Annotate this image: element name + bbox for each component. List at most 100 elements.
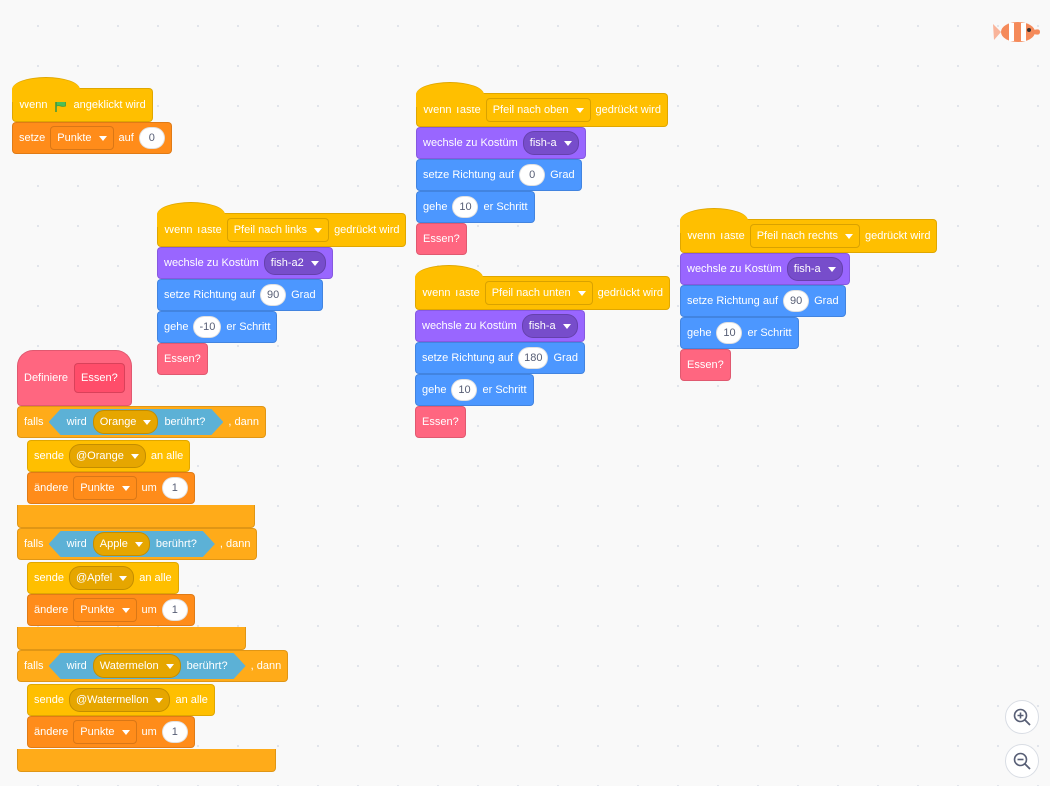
switch-costume-block[interactable]: wechsle zu Kostüm fish-a [415, 310, 585, 342]
block-text: wird [66, 416, 87, 428]
variable-dropdown[interactable]: Punkte [73, 476, 137, 500]
script-arrow-up[interactable]: Wenn Taste Pfeil nach oben gedrückt wird… [416, 82, 668, 255]
variable-dropdown[interactable]: Punkte [73, 720, 137, 744]
if-body: sende @Orange an alle ändere Punkte um 1 [27, 438, 288, 506]
when-key-pressed-block[interactable]: Wenn Taste Pfeil nach unten gedrückt wir… [415, 265, 670, 310]
block-text: Essen? [687, 359, 724, 371]
change-variable-block[interactable]: ändere Punkte um 1 [27, 472, 195, 504]
touching-condition[interactable]: wird Watermelon berührt? [49, 653, 246, 679]
value-input[interactable]: 0 [138, 127, 165, 149]
zoom-in-button[interactable] [1005, 700, 1039, 734]
block-text: Wenn Taste [422, 287, 480, 299]
amount-input[interactable]: 1 [161, 477, 188, 499]
script-arrow-right[interactable]: Wenn Taste Pfeil nach rechts gedrückt wi… [680, 208, 938, 381]
broadcast-block[interactable]: sende @Apfel an alle [27, 562, 179, 594]
if-header[interactable]: falls wird Orange berührt? , dann [17, 406, 267, 438]
script-arrow-left[interactable]: Wenn Taste Pfeil nach links gedrückt wir… [157, 202, 407, 375]
change-variable-block[interactable]: ändere Punkte um 1 [27, 716, 195, 748]
block-text: Essen? [422, 416, 459, 428]
zoom-in-icon [1013, 708, 1031, 726]
point-direction-block[interactable]: setze Richtung auf 90 Grad [157, 279, 323, 311]
block-text: gedrückt wird [597, 287, 663, 299]
if-block-orange[interactable]: falls wird Orange berührt? , dann sende … [17, 406, 288, 528]
touching-condition[interactable]: wird Apple berührt? [49, 531, 215, 557]
amount-input[interactable]: 1 [161, 721, 188, 743]
when-flag-clicked-block[interactable]: Wenn angeklickt wird [12, 77, 153, 122]
call-essen-block[interactable]: Essen? [680, 349, 731, 381]
direction-input[interactable]: 90 [783, 290, 810, 312]
point-direction-block[interactable]: setze Richtung auf 180 Grad [415, 342, 585, 374]
call-essen-block[interactable]: Essen? [157, 343, 208, 375]
touching-condition[interactable]: wird Orange berührt? [49, 409, 224, 435]
switch-costume-block[interactable]: wechsle zu Kostüm fish-a [680, 253, 850, 285]
block-text: berührt? [155, 538, 197, 550]
block-text: falls [24, 416, 44, 428]
variable-dropdown[interactable]: Punkte [73, 598, 137, 622]
amount-input[interactable]: 1 [161, 599, 188, 621]
direction-input[interactable]: 90 [260, 284, 287, 306]
block-text: um [141, 604, 157, 616]
touch-target-dropdown[interactable]: Apple [93, 532, 150, 556]
switch-costume-block[interactable]: wechsle zu Kostüm fish-a [416, 127, 586, 159]
point-direction-block[interactable]: setze Richtung auf 90 Grad [680, 285, 846, 317]
block-text: , dann [228, 416, 260, 428]
custom-block-prototype[interactable]: Essen? [74, 363, 125, 393]
broadcast-block[interactable]: sende @Watermellon an alle [27, 684, 215, 716]
direction-input[interactable]: 0 [519, 164, 546, 186]
define-block[interactable]: Definiere Essen? [17, 350, 132, 406]
block-text: setze Richtung auf [687, 295, 779, 307]
message-dropdown[interactable]: @Watermellon [68, 688, 171, 712]
variable-dropdown[interactable]: Punkte [50, 126, 114, 150]
message-dropdown[interactable]: @Apfel [68, 566, 135, 590]
key-dropdown[interactable]: Pfeil nach oben [485, 98, 591, 122]
touch-target-dropdown[interactable]: Orange [93, 410, 159, 434]
change-variable-block[interactable]: ändere Punkte um 1 [27, 594, 195, 626]
if-header[interactable]: falls wird Watermelon berührt? , dann [17, 650, 289, 682]
steps-input[interactable]: 10 [452, 196, 479, 218]
block-text: Grad [550, 169, 575, 181]
key-dropdown[interactable]: Pfeil nach links [226, 218, 330, 242]
call-essen-block[interactable]: Essen? [415, 406, 466, 438]
key-dropdown[interactable]: Pfeil nach rechts [749, 224, 861, 248]
costume-dropdown[interactable]: fish-a [522, 131, 579, 155]
steps-input[interactable]: 10 [716, 322, 743, 344]
costume-dropdown[interactable]: fish-a [521, 314, 578, 338]
block-text: berührt? [164, 416, 206, 428]
zoom-out-button[interactable] [1005, 744, 1039, 778]
touch-target-dropdown[interactable]: Watermelon [93, 654, 181, 678]
when-key-pressed-block[interactable]: Wenn Taste Pfeil nach oben gedrückt wird [416, 82, 668, 127]
block-text: Grad [291, 289, 316, 301]
broadcast-block[interactable]: sende @Orange an alle [27, 440, 191, 472]
point-direction-block[interactable]: setze Richtung auf 0 Grad [416, 159, 582, 191]
script-define-essen[interactable]: Definiere Essen? falls wird Orange berüh… [17, 350, 289, 772]
block-text: Grad [553, 352, 578, 364]
move-steps-block[interactable]: gehe 10 er Schritt [416, 191, 535, 223]
move-steps-block[interactable]: gehe 10 er Schritt [415, 374, 534, 406]
if-block-watermelon[interactable]: falls wird Watermelon berührt? , dann se… [17, 650, 289, 772]
script-green-flag[interactable]: Wenn angeklickt wird setze Punkte auf 0 [12, 77, 172, 154]
move-steps-block[interactable]: gehe -10 er Schritt [157, 311, 278, 343]
message-dropdown[interactable]: @Orange [68, 444, 146, 468]
steps-input[interactable]: -10 [193, 316, 222, 338]
costume-dropdown[interactable]: fish-a2 [263, 251, 326, 275]
block-text: um [141, 726, 157, 738]
costume-dropdown[interactable]: fish-a [786, 257, 843, 281]
when-key-pressed-block[interactable]: Wenn Taste Pfeil nach links gedrückt wir… [157, 202, 407, 247]
call-essen-block[interactable]: Essen? [416, 223, 467, 255]
if-footer [17, 749, 276, 772]
set-variable-block[interactable]: setze Punkte auf 0 [12, 122, 172, 154]
if-header[interactable]: falls wird Apple berührt? , dann [17, 528, 258, 560]
block-text: , dann [250, 660, 282, 672]
move-steps-block[interactable]: gehe 10 er Schritt [680, 317, 799, 349]
block-text: setze Richtung auf [422, 352, 514, 364]
script-arrow-down[interactable]: Wenn Taste Pfeil nach unten gedrückt wir… [415, 265, 670, 438]
block-text: wechsle zu Kostüm [422, 320, 517, 332]
steps-input[interactable]: 10 [451, 379, 478, 401]
when-key-pressed-block[interactable]: Wenn Taste Pfeil nach rechts gedrückt wi… [680, 208, 938, 253]
if-block-apple[interactable]: falls wird Apple berührt? , dann sende @… [17, 528, 288, 650]
block-text: wechsle zu Kostüm [687, 263, 782, 275]
block-text: um [141, 482, 157, 494]
key-dropdown[interactable]: Pfeil nach unten [484, 281, 593, 305]
switch-costume-block[interactable]: wechsle zu Kostüm fish-a2 [157, 247, 333, 279]
direction-input[interactable]: 180 [518, 347, 549, 369]
